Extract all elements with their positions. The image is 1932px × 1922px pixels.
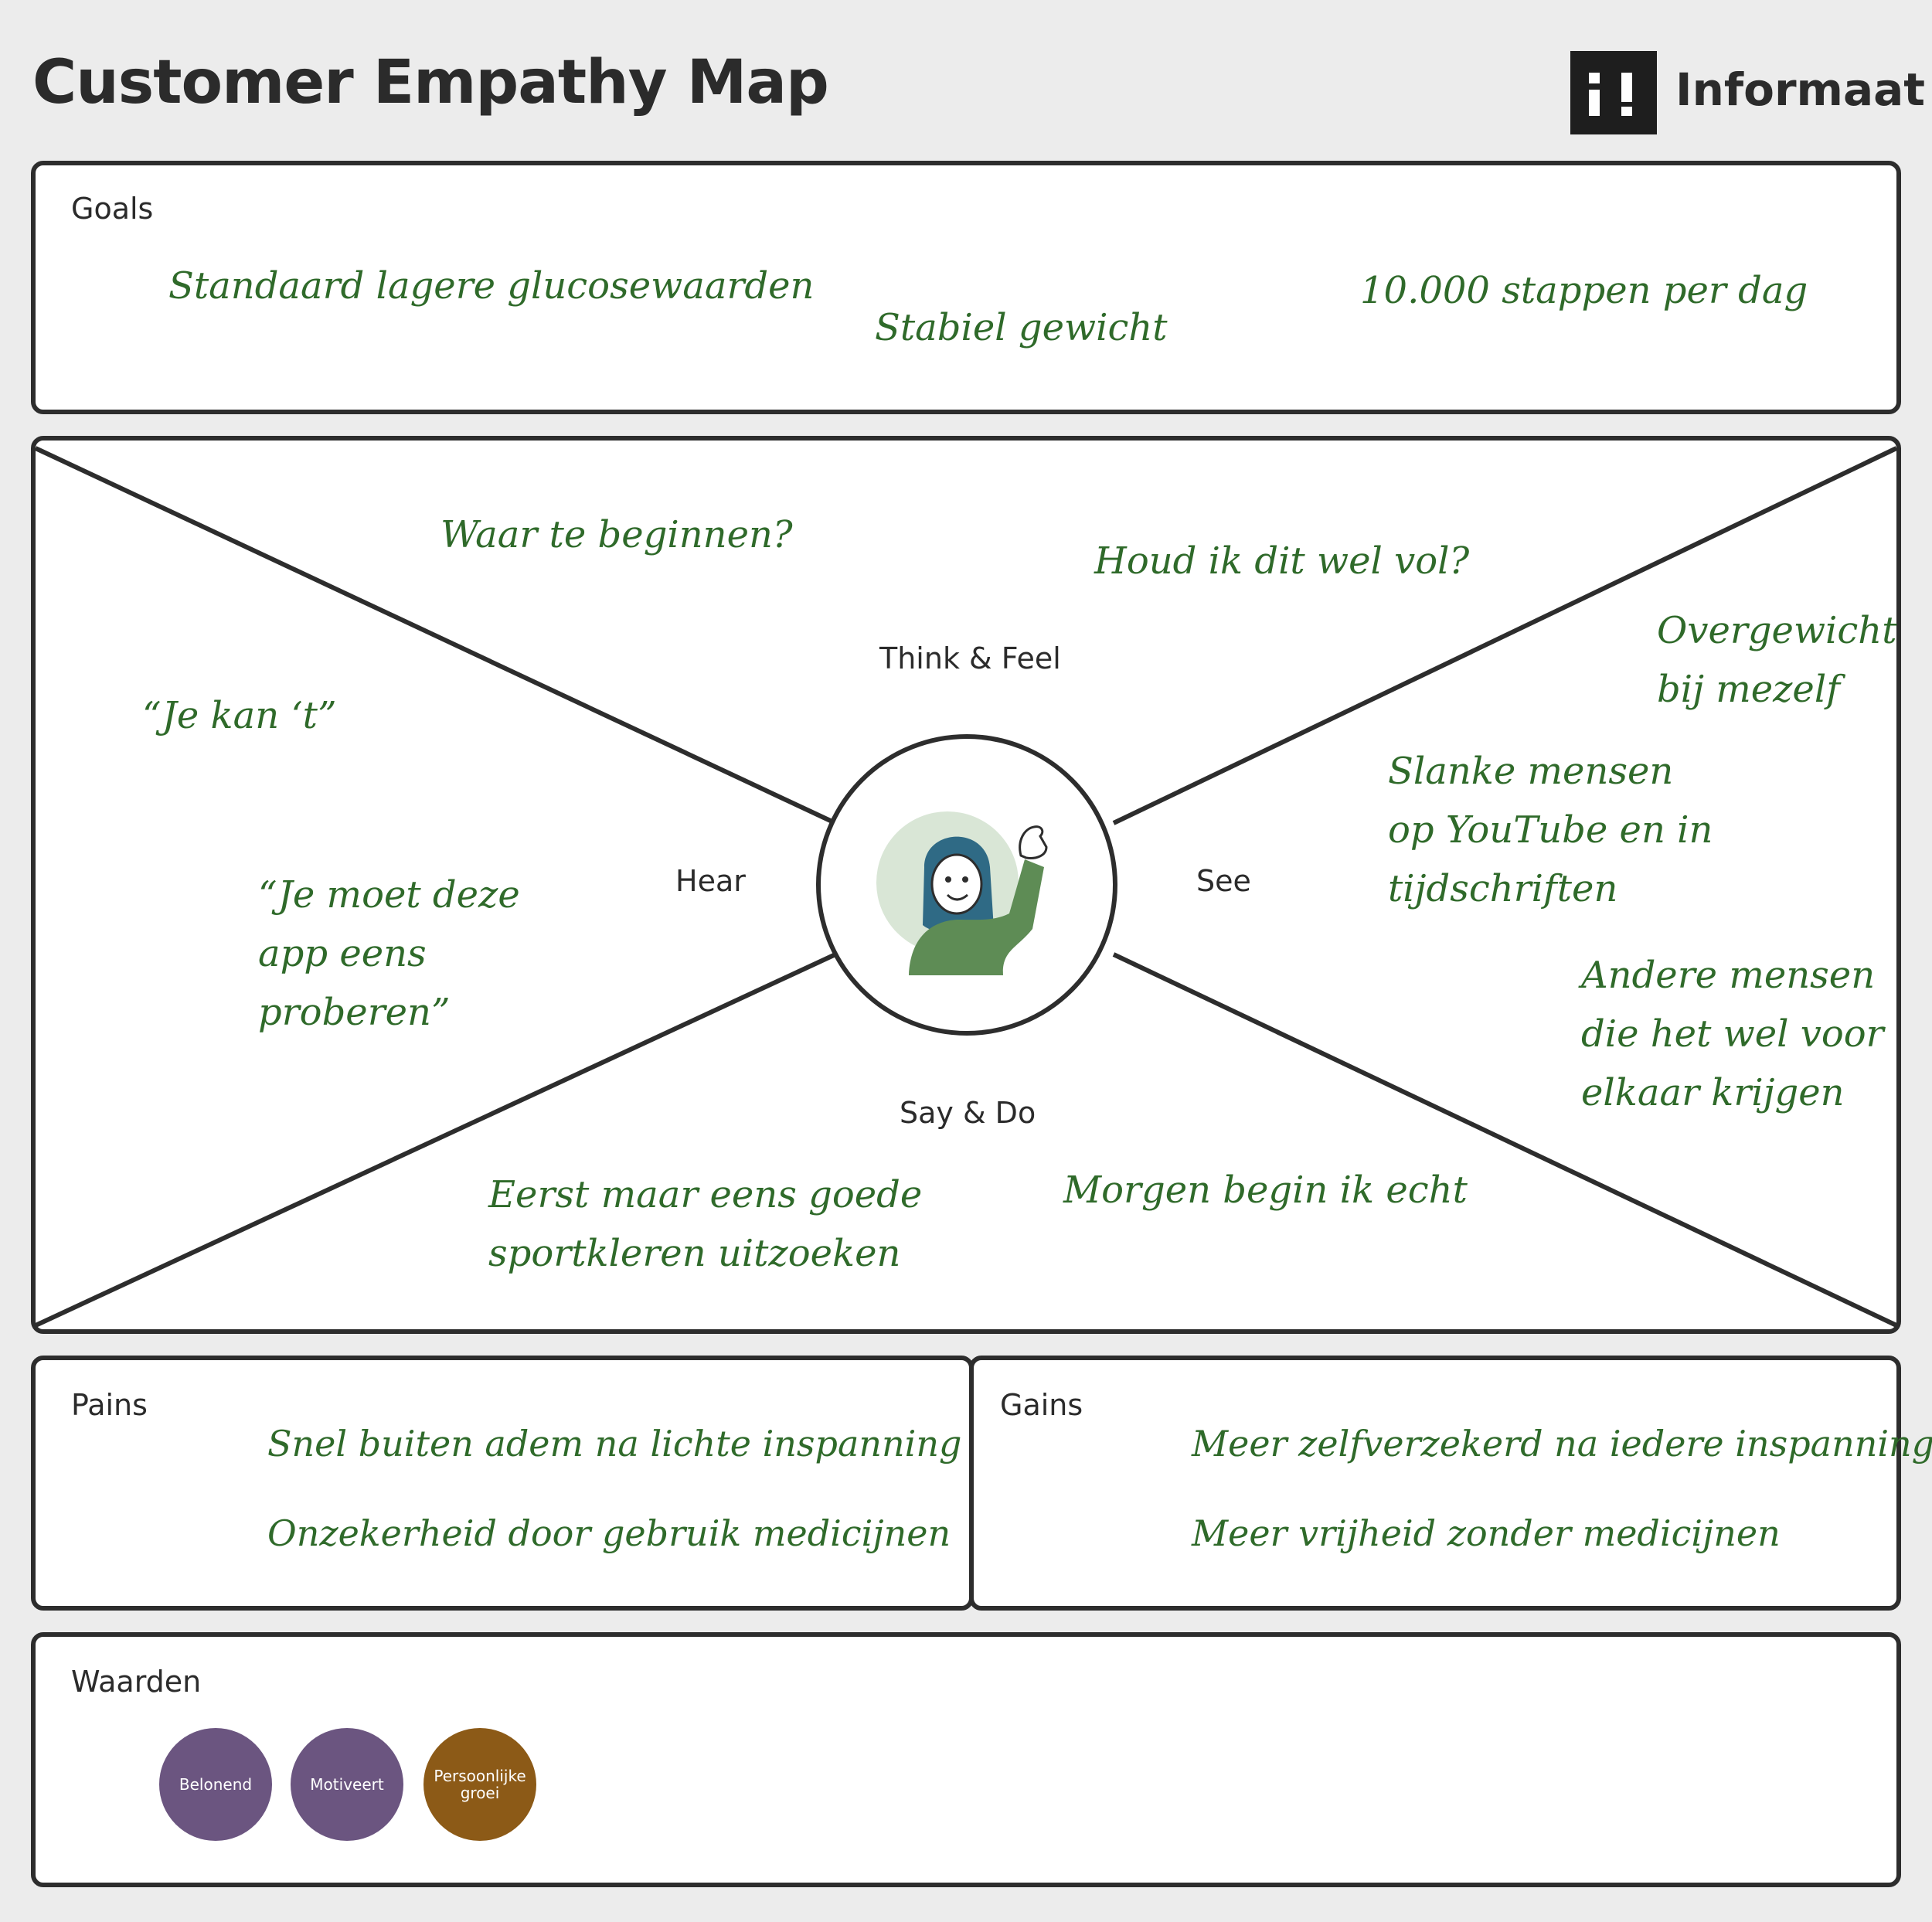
see-note: Overgewicht xyxy=(1657,609,1897,652)
think-feel-label: Think & Feel xyxy=(879,641,1061,675)
values-label: Waarden xyxy=(71,1665,202,1699)
hear-note: “Je kan ‘t” xyxy=(142,694,337,737)
hear-note: app eens xyxy=(258,932,427,975)
hear-note: “Je moet deze xyxy=(258,873,520,917)
think-feel-note: Waar te beginnen? xyxy=(440,513,793,556)
say-do-label: Say & Do xyxy=(900,1096,1036,1130)
see-note: tijdschriften xyxy=(1388,867,1618,910)
map-quadrant-lines xyxy=(36,446,1896,1328)
goal-note: Stabiel gewicht xyxy=(875,306,1168,349)
value-persoonlijke-groei: Persoonlijke groei xyxy=(423,1728,536,1841)
think-feel-note: Houd ik dit wel vol? xyxy=(1094,539,1470,583)
see-note: op YouTube en in xyxy=(1388,808,1713,852)
see-note: die het wel voor xyxy=(1581,1012,1884,1056)
pains-label: Pains xyxy=(71,1388,148,1422)
goals-label: Goals xyxy=(71,192,154,226)
values-panel xyxy=(31,1632,1901,1887)
say-do-note: Eerst maar eens goede xyxy=(488,1173,923,1216)
gain-note: Meer zelfverzekerd na iedere inspanning xyxy=(1192,1423,1932,1464)
gain-note: Meer vrijheid zonder medicijnen xyxy=(1192,1512,1781,1554)
persona-circle xyxy=(816,734,1117,1036)
value-motiveert: Motiveert xyxy=(291,1728,403,1841)
see-label: See xyxy=(1196,864,1251,898)
brand-name: Informaat xyxy=(1675,63,1925,116)
goals-panel xyxy=(31,161,1901,414)
say-do-note: Morgen begin ik echt xyxy=(1063,1169,1468,1212)
value-belonend: Belonend xyxy=(159,1728,272,1841)
page-title: Customer Empathy Map xyxy=(32,48,829,117)
informaat-logo-icon xyxy=(1570,51,1657,134)
goal-note: Standaard lagere glucosewaarden xyxy=(168,264,815,308)
hear-label: Hear xyxy=(675,864,746,898)
say-do-note: sportkleren uitzoeken xyxy=(488,1232,901,1275)
pains-panel xyxy=(31,1356,974,1611)
goal-note: 10.000 stappen per dag xyxy=(1360,269,1808,312)
gains-panel xyxy=(969,1356,1901,1611)
hear-note: proberen” xyxy=(258,991,451,1034)
see-note: Slanke mensen xyxy=(1388,750,1674,793)
see-note: elkaar krijgen xyxy=(1581,1071,1845,1114)
pain-note: Snel buiten adem na lichte inspanning xyxy=(267,1423,962,1464)
gains-label: Gains xyxy=(1000,1388,1083,1422)
see-note: bij mezelf xyxy=(1657,668,1840,711)
persona-woman-icon xyxy=(876,811,1048,975)
pain-note: Onzekerheid door gebruik medicijnen xyxy=(267,1512,951,1554)
see-note: Andere mensen xyxy=(1581,954,1876,997)
